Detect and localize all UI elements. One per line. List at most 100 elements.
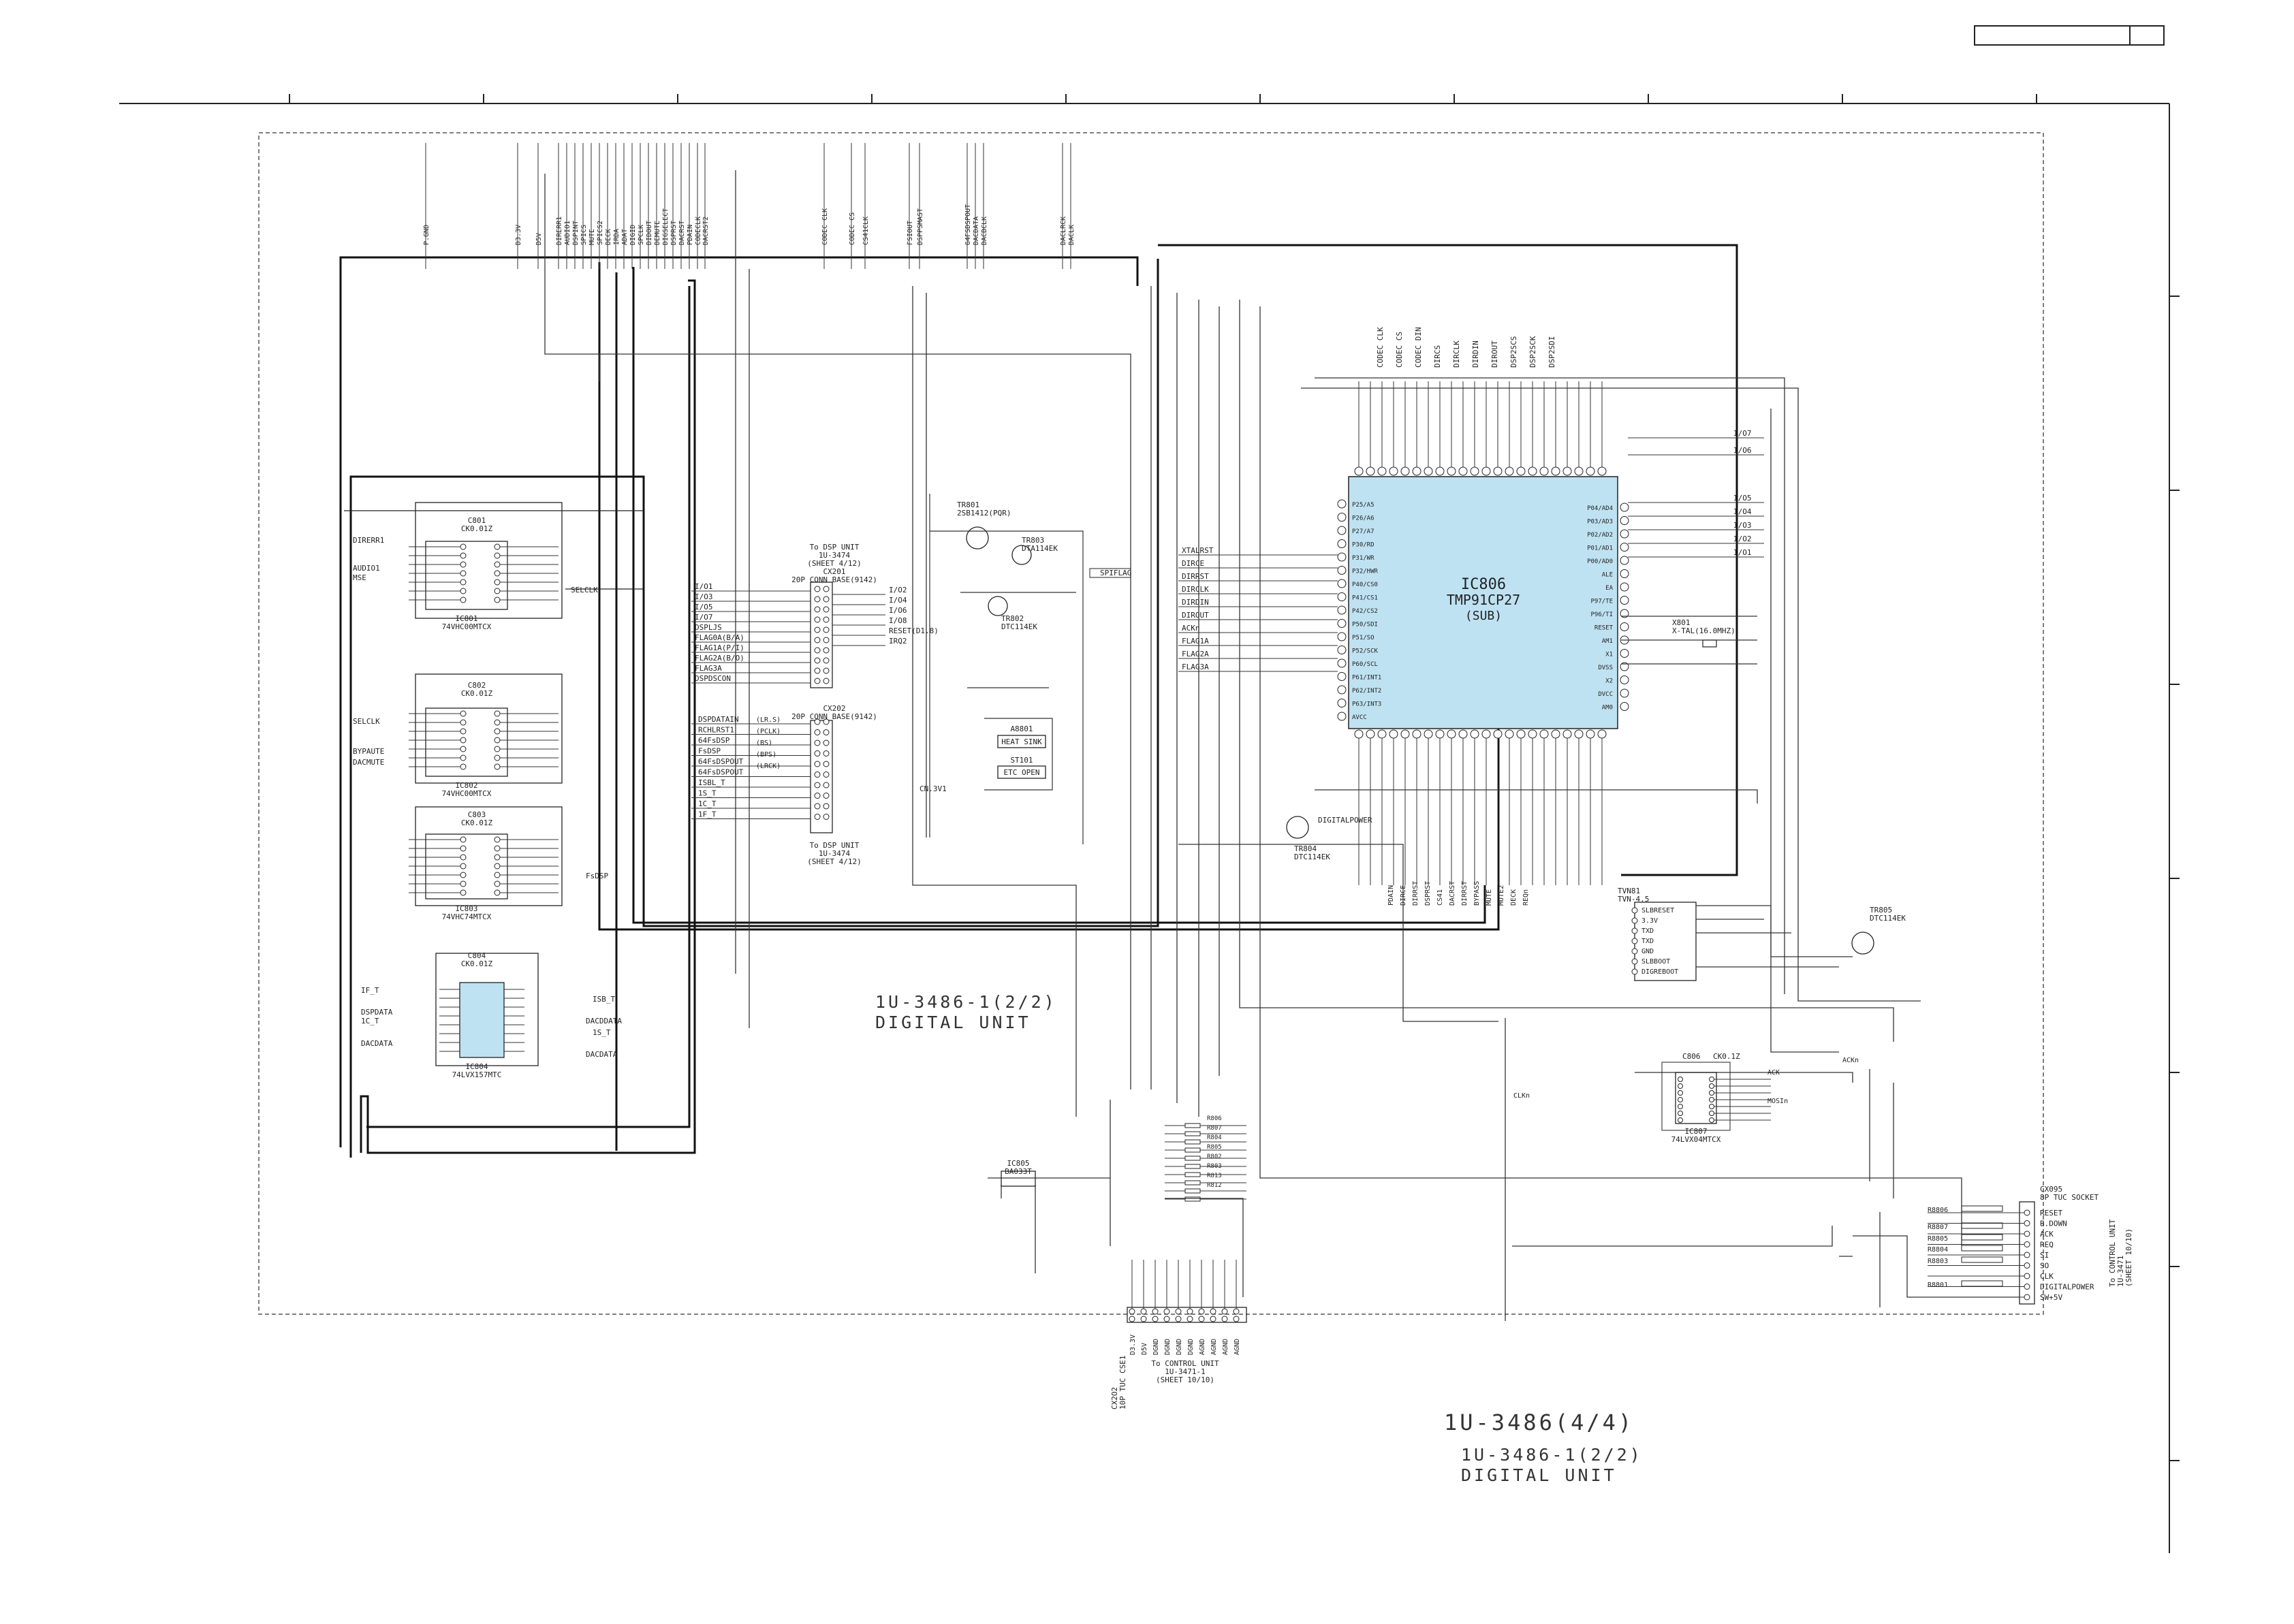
ic806-part: TMP91CP27 <box>1447 592 1520 608</box>
ic806-pin-name: P00/AD0 <box>1587 558 1613 565</box>
cx202-pin: DSPDATAIN <box>698 715 739 724</box>
tvnb1-pin: DIGREBOOT <box>1641 968 1678 976</box>
ic806-pin <box>1337 619 1347 628</box>
cx202-right-pin: (PCLK) <box>756 728 781 735</box>
etc-ref: ST101 <box>1010 756 1033 765</box>
cx2o2-sheet: (SHEET 10/10) <box>1156 1375 1214 1384</box>
cx2o2-pin: AGND <box>1234 1339 1241 1355</box>
ic807-cap-val: CK0.1Z <box>1713 1052 1740 1061</box>
ic806-bottom-net: DSPRST <box>1424 881 1432 906</box>
cx201-pin-labels: I/O1I/O3I/O5I/O7DSPLJSFLAG0A(B/A)FLAG1A(… <box>691 582 939 684</box>
ic806-bottom-net: MUTE2 <box>1498 885 1505 906</box>
cx2o2-pin: D5V <box>1141 1343 1148 1355</box>
ic806-pin <box>1458 729 1468 739</box>
cx095-resistor: R8805 <box>1928 1235 1948 1243</box>
ic806-pin <box>1597 466 1607 476</box>
top-signal: DSPINT <box>572 221 580 245</box>
cx2o2-pin: DGND <box>1176 1339 1183 1355</box>
ic806-pin <box>1435 729 1445 739</box>
ic806-pin <box>1400 466 1410 476</box>
digitalpower-net: DIGITALPOWER <box>1318 816 1372 825</box>
ic806-pin-name: AVCC <box>1352 714 1367 721</box>
ic806-left-net: DIRCLK <box>1182 585 1209 594</box>
top-signal: DEMUTE <box>654 221 661 245</box>
ic806-pin <box>1574 466 1584 476</box>
top-signal: 64FSDSPOUT <box>964 204 972 245</box>
x801-value: X-TAL(16.0MHZ) <box>1672 626 1735 635</box>
tr802-part: DTC114EK <box>1001 622 1037 631</box>
ic806-pin <box>1562 729 1572 739</box>
ic806-bottom-net: DACRST <box>1449 881 1456 906</box>
cx2o2-pin: AGND <box>1210 1339 1218 1355</box>
top-signal: PDAIN <box>687 225 694 245</box>
top-signal: DACLK <box>1068 225 1075 245</box>
ic806-pin <box>1620 556 1629 565</box>
ic806-pin-name: P63/INT3 <box>1352 701 1381 708</box>
cx201-pin: I/O3 <box>695 592 713 601</box>
cx095-pin: SO <box>2040 1262 2049 1271</box>
ic806-pin <box>1620 609 1629 618</box>
top-signal: IRDA <box>613 229 620 245</box>
ic806-ref: IC806 <box>1461 576 1506 593</box>
ic805-block: IC805 BA033T <box>1001 1159 1036 1187</box>
ic807-net: ACK <box>1767 1069 1780 1077</box>
ic806-pin <box>1551 729 1560 739</box>
ic806-pin <box>1493 466 1503 476</box>
ic806-pin <box>1586 729 1595 739</box>
ic806-pin <box>1470 466 1479 476</box>
ic806-bottom-net: CS41 <box>1436 889 1444 906</box>
tvnb1-pin: SLBBOOT <box>1641 958 1670 966</box>
ic806-pin-name: P51/SO <box>1352 635 1374 641</box>
ic806-right-net: I/O3 <box>1733 521 1752 530</box>
cx095-dest: To CONTROL UNIT 1U-3471 (SHEET 10/10) <box>2108 1219 2133 1287</box>
ic806-pin <box>1377 466 1387 476</box>
ic806-top-net: CODEC CLK <box>1376 327 1385 368</box>
ic806-right-net: I/O2 <box>1733 535 1752 543</box>
ic801-net-in2: AUDIO1 <box>353 564 380 573</box>
cx095-pin: ACK <box>2040 1230 2054 1239</box>
cx202-pin: FsDSP <box>698 747 721 756</box>
ic806-top-net: DIROUT <box>1490 340 1499 368</box>
ic801-block: C801 CK0.01Z IC801 74VHC00MTCX DIRERR1 A… <box>353 516 598 631</box>
ic806-left-net: FLAG3A <box>1182 663 1209 671</box>
cx201-pin: FLAG0A(B/A) <box>695 633 744 642</box>
ic806-pin-name: P50/SDI <box>1352 622 1378 628</box>
ic806-pin-name: X2 <box>1605 678 1613 685</box>
top-signal: ADAT <box>621 229 629 245</box>
resistor-ref: R804 <box>1207 1134 1222 1141</box>
cx2o2-ref: CX2O2 <box>1110 1387 1119 1410</box>
ic806-pin <box>1366 466 1375 476</box>
ic806-pin-name: P27/A7 <box>1352 528 1374 535</box>
cx2o2-type: 10P TUC CSE1 <box>1118 1356 1127 1410</box>
ic807-net: CLKn <box>1513 1092 1530 1100</box>
cx202-unit: 1U-3474 <box>819 849 851 858</box>
cx202-pin: 64FsDSP <box>698 736 730 745</box>
ic806-right-pins: P04/AD4P03/AD3P02/AD2P01/AD1P00/AD0ALEEA… <box>1587 503 1629 712</box>
ic806-pin <box>1337 566 1347 575</box>
tr803-ref: TR803 <box>1022 536 1044 545</box>
cx095-type: 8P TUC SOCKET <box>2040 1193 2099 1202</box>
cx095-resistor: R8807 <box>1928 1224 1948 1231</box>
ic804-part: 74LVX157MTC <box>452 1070 502 1079</box>
ic804-block: C804 CK0.01Z IC804 74LVX157MTC IF_T DSPD… <box>361 951 622 1079</box>
cx095-pin: SI <box>2040 1251 2049 1260</box>
ic806-pin <box>1620 622 1629 631</box>
ic806-pin-name: P32/HWR <box>1352 569 1379 575</box>
cx095-resistor: R8806 <box>1928 1207 1948 1214</box>
cx202-pin: 1C_T <box>698 799 717 808</box>
ic807-net: MOSIn <box>1767 1098 1788 1105</box>
spiflag-box <box>1089 568 1131 578</box>
ic806-pin <box>1493 729 1503 739</box>
ic806-pin <box>1337 632 1347 641</box>
top-signal: DIRERR1 <box>556 217 563 245</box>
ic806-pin-name: EA <box>1605 585 1613 592</box>
ic806-pin <box>1597 729 1607 739</box>
cx201-right-pin: I/O8 <box>889 616 907 625</box>
ic806-pin <box>1337 579 1347 588</box>
cx2o2-pin: DGND <box>1152 1339 1160 1355</box>
top-signal: SPCLK <box>638 225 645 245</box>
ic806-bottom-net: DIRCE <box>1400 885 1407 906</box>
ic806-pin-name: P96/TI <box>1590 611 1613 618</box>
